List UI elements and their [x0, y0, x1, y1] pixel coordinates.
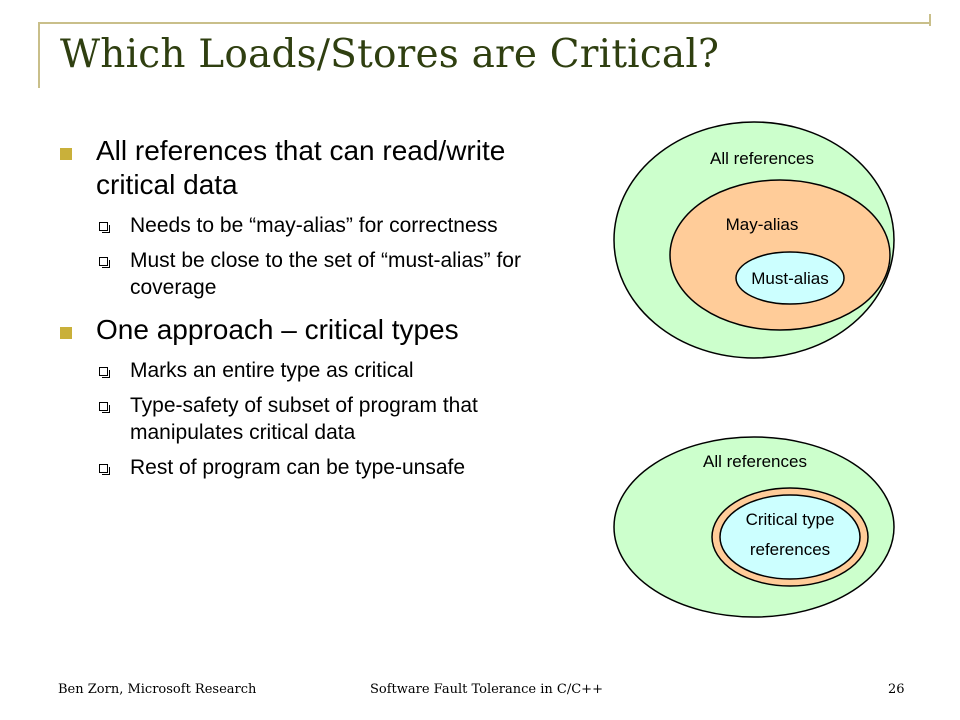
bullet-text: All references that can read/write criti… — [96, 135, 506, 200]
sub-bullet-text: Type-safety of subset of program that ma… — [130, 394, 478, 444]
bottom-venn-diagram: All references Critical type references — [613, 436, 895, 618]
all-references-label: All references — [703, 452, 807, 471]
footer-author: Ben Zorn, Microsoft Research — [58, 682, 257, 697]
footer-presentation-title: Software Fault Tolerance in C/C++ — [370, 682, 603, 697]
may-alias-label: May-alias — [726, 215, 799, 234]
all-references-label: All references — [710, 149, 814, 168]
bullet-item: One approach – critical types — [58, 313, 578, 347]
hollow-square-bullet-icon — [99, 257, 110, 268]
must-alias-label: Must-alias — [751, 269, 828, 288]
sub-bullet-text: Rest of program can be type-unsafe — [130, 456, 466, 479]
frame-left-line — [38, 22, 40, 88]
sub-bullet-item: Must be close to the set of “must-alias”… — [58, 247, 578, 301]
slide-title: Which Loads/Stores are Critical? — [60, 32, 720, 77]
sub-bullet-text: Must be close to the set of “must-alias”… — [130, 249, 521, 299]
critical-type-ellipse — [719, 494, 861, 580]
bullet-text: One approach – critical types — [96, 314, 459, 345]
hollow-square-bullet-icon — [99, 222, 110, 233]
sub-bullet-item: Needs to be “may-alias” for correctness — [58, 212, 578, 239]
sub-bullet-item: Type-safety of subset of program that ma… — [58, 392, 578, 446]
square-bullet-icon — [60, 327, 72, 339]
must-alias-ellipse — [735, 251, 845, 305]
bullet-list: All references that can read/write criti… — [58, 134, 578, 489]
frame-corner-tick — [929, 14, 931, 26]
sub-bullet-item: Rest of program can be type-unsafe — [58, 454, 578, 481]
sub-bullet-text: Marks an entire type as critical — [130, 359, 414, 382]
sub-bullet-text: Needs to be “may-alias” for correctness — [130, 214, 498, 237]
hollow-square-bullet-icon — [99, 367, 110, 378]
footer-page-number: 26 — [888, 682, 905, 697]
critical-type-label-line2: references — [750, 540, 830, 559]
sub-bullet-item: Marks an entire type as critical — [58, 357, 578, 384]
critical-type-label-line1: Critical type — [746, 510, 835, 529]
top-venn-diagram: All references May-alias Must-alias — [613, 121, 895, 359]
hollow-square-bullet-icon — [99, 402, 110, 413]
hollow-square-bullet-icon — [99, 464, 110, 475]
frame-top-line — [38, 22, 930, 24]
bullet-item: All references that can read/write criti… — [58, 134, 578, 202]
square-bullet-icon — [60, 148, 72, 160]
